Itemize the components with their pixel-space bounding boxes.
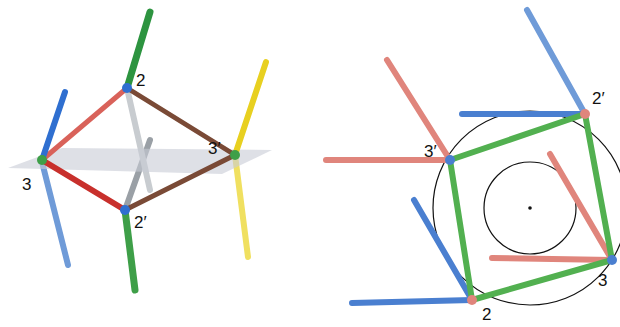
atom-label: 2 [482, 306, 491, 323]
atom-label: 3′ [424, 143, 437, 160]
atom-label: 3 [598, 272, 607, 289]
atom-label: 2′ [134, 214, 147, 231]
atom-label: 2′ [592, 90, 605, 107]
atom-label: 3 [22, 176, 31, 193]
atom-label: 2 [136, 72, 145, 89]
atom-label: 3′ [208, 140, 221, 157]
